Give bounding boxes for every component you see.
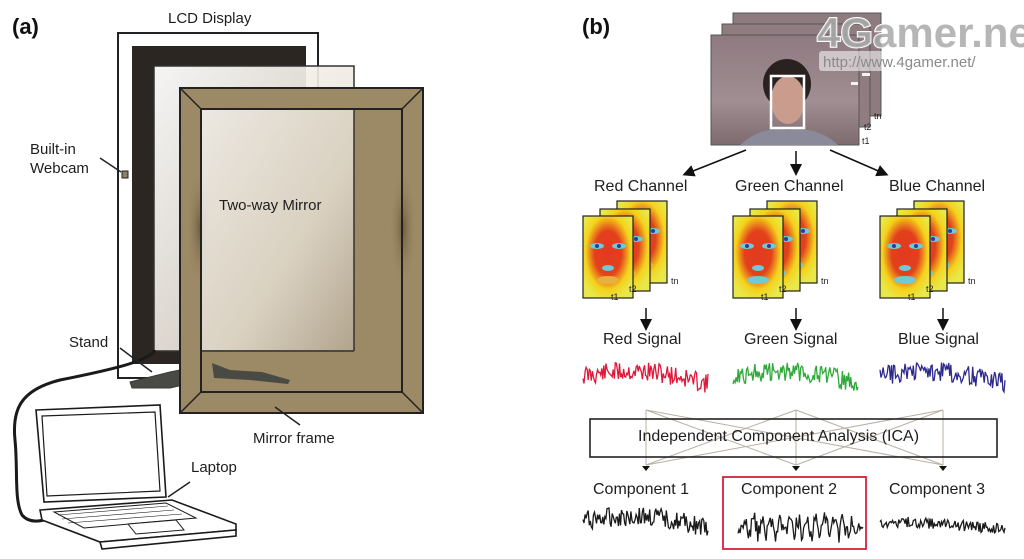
laptop-drawing (35, 404, 237, 550)
label-built-in-webcam: Built-in Webcam (30, 140, 89, 178)
label-stand: Stand (69, 334, 109, 351)
heatmap-stack-green (732, 200, 818, 299)
heatmap-label-green-t2: t2 (779, 284, 787, 294)
label-blue-channel: Blue Channel (889, 178, 986, 195)
heatmap-frame-green-t1 (732, 215, 784, 299)
label-laptop: Laptop (191, 459, 237, 476)
frame-leader (274, 406, 301, 426)
webcam-dot (121, 170, 129, 179)
label-blue-signal: Blue Signal (898, 331, 979, 348)
arrow-to-red-channel (682, 149, 747, 177)
label-component-1: Component 1 (593, 481, 690, 498)
person-face (771, 76, 805, 124)
label-webcam-line1: Built-in (30, 141, 76, 158)
heatmap-label-red-t2: t2 (629, 284, 637, 294)
label-two-way-mirror: Two-way Mirror (219, 197, 322, 214)
component-2-highlight (722, 476, 867, 550)
heatmap-frame-red-t1 (582, 215, 634, 299)
laptop-cable (12, 349, 157, 523)
heatmap-stack-blue (879, 200, 965, 299)
webcam-leader (99, 157, 122, 173)
signal-trace-green (732, 362, 859, 391)
label-lcd-display: LCD Display (168, 10, 252, 27)
heatmap-frame-blue-t1 (879, 215, 931, 299)
laptop-leader (167, 481, 191, 498)
component-trace-2 (737, 512, 864, 543)
label-webcam-line2: Webcam (30, 160, 89, 177)
heatmap-stack-red (582, 200, 668, 299)
heatmap-label-blue-tn: tn (968, 276, 976, 286)
photo-label-t1: t1 (862, 136, 870, 146)
photo-label-tn: tn (874, 111, 882, 121)
watermark-logo: 4Gamer.net (817, 9, 1024, 56)
label-ica: Independent Component Analysis (ICA) (638, 428, 920, 445)
signal-trace-red (582, 361, 709, 393)
ica-box (589, 418, 998, 458)
label-mirror-frame: Mirror frame (253, 430, 335, 447)
heatmap-label-blue-t1: t1 (908, 292, 916, 302)
label-red-signal: Red Signal (603, 331, 682, 348)
component-trace-3 (879, 516, 1006, 535)
arrowhead-component-3 (939, 466, 947, 471)
label-component-3: Component 3 (889, 481, 986, 498)
signal-trace-blue (879, 362, 1006, 394)
panel-a-illustration (12, 32, 424, 550)
arrowhead-component-2 (792, 466, 800, 471)
label-component-2: Component 2 (741, 481, 838, 498)
heatmap-label-blue-t2: t2 (926, 284, 934, 294)
person-shoulders (740, 129, 838, 145)
watermark-url: http://www.4gamer.net/ (823, 54, 976, 71)
heatmap-label-green-tn: tn (821, 276, 829, 286)
arrowhead-component-1 (642, 466, 650, 471)
arrow-to-blue-channel (829, 149, 889, 177)
panel-a-tag: (a) (12, 14, 39, 39)
photo-label-t2: t2 (864, 122, 872, 132)
label-red-channel: Red Channel (594, 178, 688, 195)
label-green-channel: Green Channel (735, 178, 844, 195)
heatmap-label-green-t1: t1 (761, 292, 769, 302)
label-green-signal: Green Signal (744, 331, 838, 348)
watermark-url-bg (819, 51, 992, 71)
component-trace-1 (582, 506, 709, 536)
panel-b-tag: (b) (582, 14, 611, 39)
stand-leader (119, 347, 153, 373)
video-frame-stack (710, 12, 882, 146)
heatmap-label-red-tn: tn (671, 276, 679, 286)
face-roi-box (769, 74, 806, 130)
heatmap-label-red-t1: t1 (611, 292, 619, 302)
